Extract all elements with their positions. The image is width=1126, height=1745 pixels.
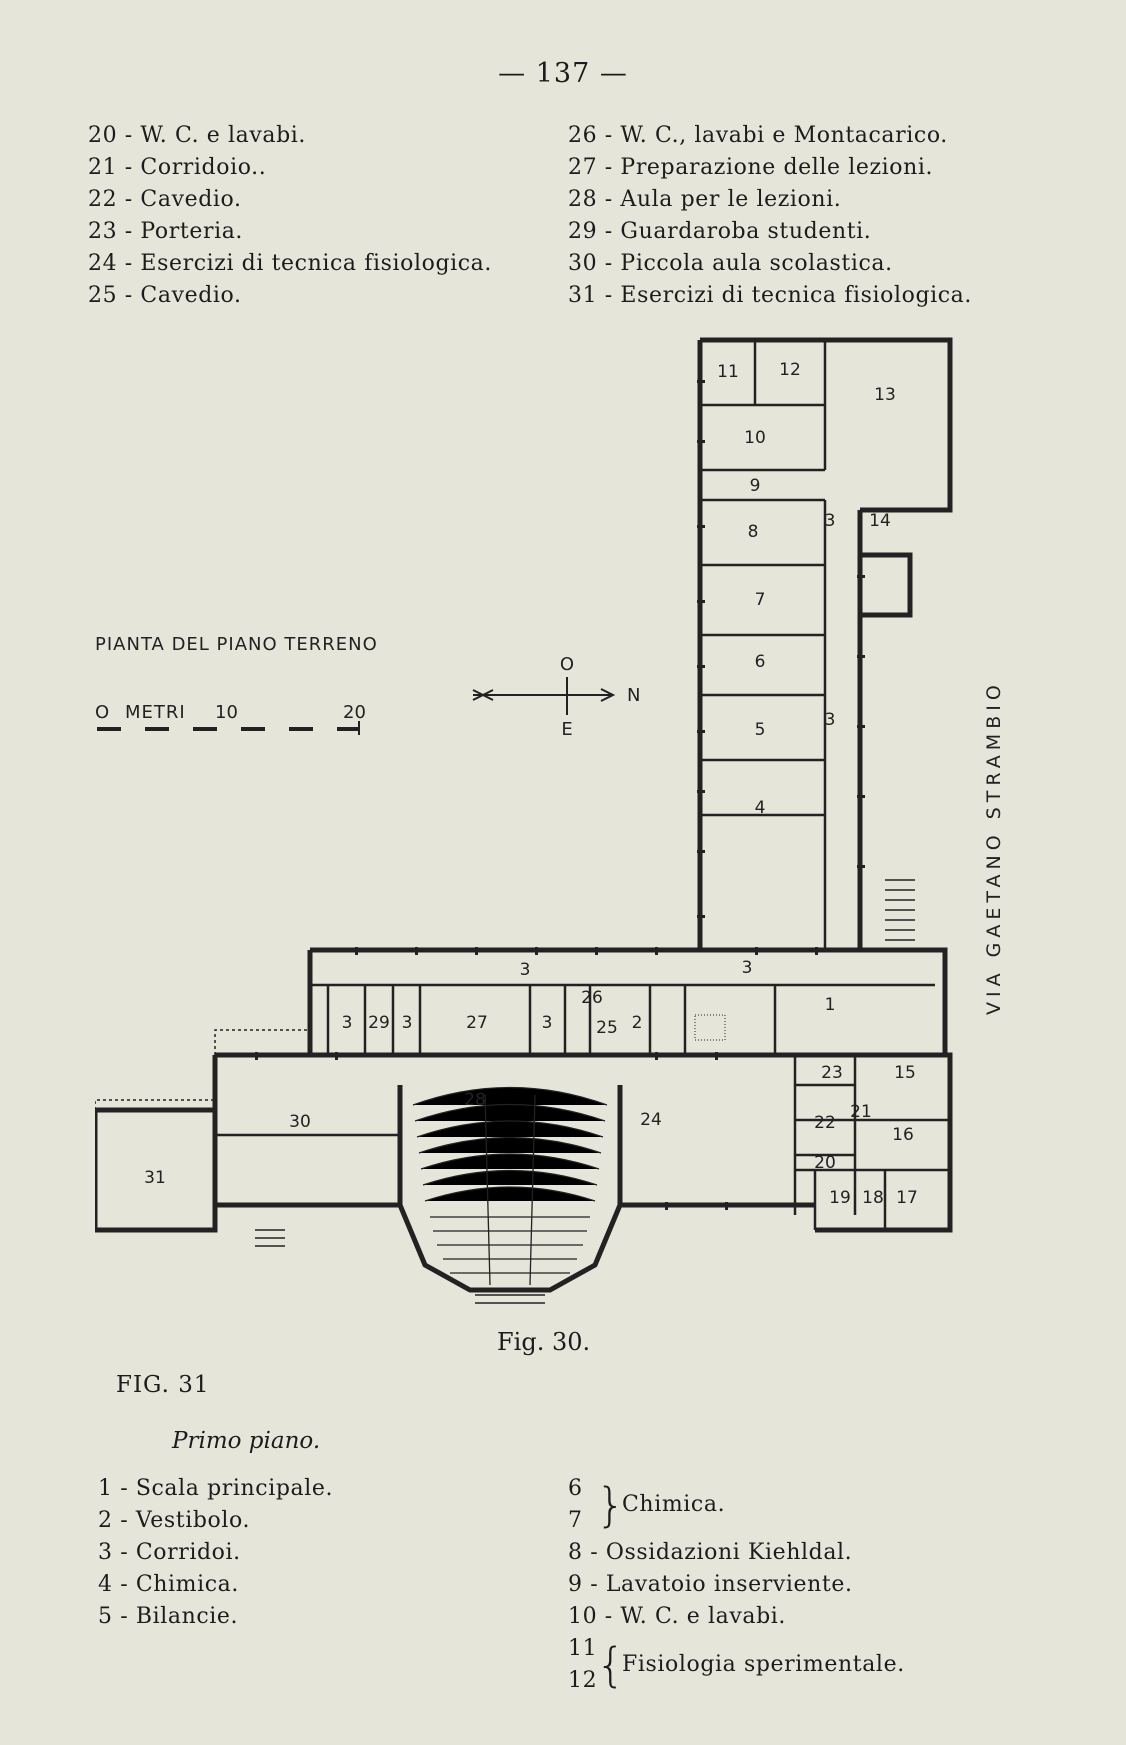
room-label: 5 — [755, 720, 766, 740]
group-number: 6 — [568, 1476, 583, 1501]
room-label: 3 — [520, 960, 531, 980]
room-label: 9 — [750, 476, 761, 496]
room-label: 10 — [744, 428, 766, 448]
room-label: 6 — [755, 652, 766, 672]
legend-item: 25 - Cavedio. — [88, 283, 242, 308]
legend-bottom-right: 6 7 } Chimica. 8 - Ossidazioni Kiehldal.… — [568, 1473, 904, 1697]
room-label: 1 — [825, 995, 836, 1015]
room-label: 20 — [814, 1153, 836, 1173]
room-label: 3 — [825, 511, 836, 531]
compass-east: E — [561, 719, 572, 740]
brace-icon: { — [596, 1638, 626, 1692]
legend-group-fisiologia: 11 12 { Fisiologia sperimentale. — [568, 1633, 904, 1697]
legend-item: 22 - Cavedio. — [88, 187, 242, 212]
legend-item: 5 - Bilancie. — [98, 1604, 239, 1629]
group-number: 12 — [568, 1668, 598, 1693]
room-label: 3 — [542, 1013, 553, 1033]
room-label: 26 — [581, 988, 603, 1008]
room-label: 13 — [874, 385, 896, 405]
room-label: 4 — [755, 798, 766, 818]
room-label: 28 — [464, 1090, 486, 1110]
room-label: 8 — [748, 522, 759, 542]
room-labels: 11 12 13 10 9 8 3 14 7 6 3 5 4 3 3 1 3 2… — [144, 360, 918, 1208]
room-label: 31 — [144, 1168, 166, 1188]
plan-partitions — [215, 340, 950, 1230]
room-label: 7 — [755, 590, 766, 610]
room-label: 2 — [632, 1013, 643, 1033]
dashed-outlines — [95, 820, 701, 1110]
stair-hatch — [694, 1014, 726, 1041]
entrance-steps — [255, 879, 915, 1304]
room-label: 11 — [717, 362, 739, 382]
compass: O E N — [472, 654, 640, 740]
room-label: 14 — [869, 511, 891, 531]
room-label: 12 — [779, 360, 801, 380]
room-label: 3 — [825, 710, 836, 730]
room-label: 24 — [640, 1110, 662, 1130]
room-label: 23 — [821, 1063, 843, 1083]
legend-item: 10 - W. C. e lavabi. — [568, 1604, 787, 1629]
scale-label: METRI — [125, 702, 186, 723]
street-label: VIA GAETANO STRAMBIO — [983, 680, 1005, 1015]
scale-bar — [97, 721, 360, 735]
column-marks — [255, 380, 865, 1210]
room-label: 17 — [896, 1188, 918, 1208]
legend-group-chimica: 6 7 } Chimica. — [568, 1473, 853, 1537]
room-label: 15 — [894, 1063, 916, 1083]
section-title: Primo piano. — [172, 1428, 321, 1454]
legend-item: 3 - Corridoi. — [98, 1540, 241, 1565]
room-label: 22 — [814, 1113, 836, 1133]
room-label: 25 — [596, 1018, 618, 1038]
floor-plan: PIANTA DEL PIANO TERRENO O METRI 10 20 O… — [95, 337, 1005, 1304]
plan-title: PIANTA DEL PIANO TERRENO — [95, 634, 378, 655]
legend-bottom-left: 1 - Scala principale. 2 - Vestibolo. 3 -… — [98, 1473, 333, 1633]
scale-zero: O — [95, 702, 109, 723]
legend-item: 27 - Preparazione delle lezioni. — [568, 155, 934, 180]
scale-end: 20 — [343, 702, 366, 723]
lecture-hall-seating — [412, 1086, 608, 1286]
legend-item: 26 - W. C., lavabi e Montacarico. — [568, 123, 948, 148]
room-label: 18 — [862, 1188, 884, 1208]
group-number: 11 — [568, 1636, 598, 1661]
legend-item: 29 - Guardaroba studenti. — [568, 219, 872, 244]
group-number: 7 — [568, 1508, 583, 1533]
legend-item: 4 - Chimica. — [98, 1572, 239, 1597]
room-label: 21 — [850, 1102, 872, 1122]
room-label: 3 — [742, 958, 753, 978]
legend-item: 8 - Ossidazioni Kiehldal. — [568, 1540, 853, 1565]
legend-top-right: 26 - W. C., lavabi e Montacarico. 27 - P… — [568, 120, 972, 312]
room-label: 3 — [342, 1013, 353, 1033]
legend-item: 24 - Esercizi di tecnica fisiologica. — [88, 251, 492, 276]
legend-item: 23 - Porteria. — [88, 219, 244, 244]
legend-item: 28 - Aula per le lezioni. — [568, 187, 842, 212]
legend-item: 20 - W. C. e lavabi. — [88, 123, 307, 148]
legend-item: 31 - Esercizi di tecnica fisiologica. — [568, 283, 972, 308]
room-label: 27 — [466, 1013, 488, 1033]
scale-mid: 10 — [215, 702, 238, 723]
room-label: 3 — [402, 1013, 413, 1033]
legend-item: 9 - Lavatoio inserviente. — [568, 1572, 853, 1597]
group-label: Chimica. — [622, 1492, 726, 1517]
figure-label: FIG. 31 — [116, 1372, 210, 1398]
room-label: 19 — [829, 1188, 851, 1208]
page-number: — 137 — — [498, 58, 628, 89]
compass-west: O — [560, 654, 574, 675]
brace-icon: } — [596, 1478, 626, 1532]
legend-item: 1 - Scala principale. — [98, 1476, 334, 1501]
room-label: 29 — [368, 1013, 390, 1033]
figure-caption: Fig. 30. — [497, 1328, 591, 1356]
legend-item: 21 - Corridoio.. — [88, 155, 267, 180]
room-label: 16 — [892, 1125, 914, 1145]
group-label: Fisiologia sperimentale. — [622, 1652, 905, 1677]
legend-item: 2 - Vestibolo. — [98, 1508, 251, 1533]
legend-top-left: 20 - W. C. e lavabi. 21 - Corridoio.. 22… — [88, 120, 492, 312]
room-label: 30 — [289, 1112, 311, 1132]
compass-north: N — [627, 685, 640, 706]
legend-item: 30 - Piccola aula scolastica. — [568, 251, 893, 276]
